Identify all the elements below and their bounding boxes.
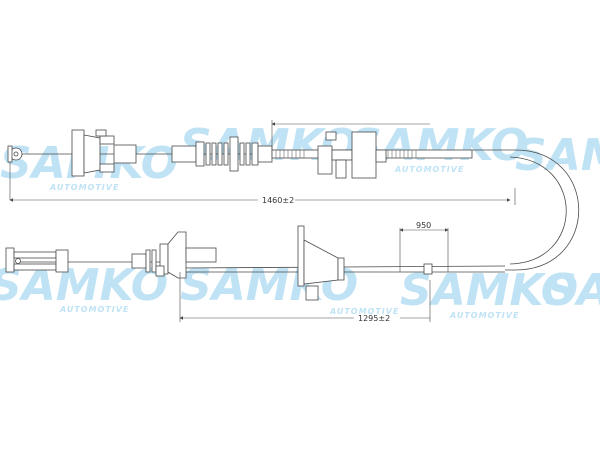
- watermark-sub-1: AUTOMOTIVE: [49, 183, 119, 192]
- watermark-brand-4: SAMKO: [515, 130, 600, 181]
- lower-clevis: [5, 247, 69, 273]
- cable-loop: [505, 149, 580, 271]
- lower-flange: [297, 225, 345, 301]
- watermark-sub-5: AUTOMOTIVE: [59, 305, 129, 314]
- dim-total-length: 1460±2: [262, 196, 294, 205]
- watermark-sub-7: AUTOMOTIVE: [449, 311, 519, 320]
- watermark-brand-8: SAMKO: [545, 265, 600, 316]
- watermark-sub-3: AUTOMOTIVE: [394, 165, 464, 174]
- dim-inner-length: 1295±2: [358, 314, 390, 323]
- dim-short-length: 950: [416, 221, 431, 230]
- watermark-brand-3: SAMKO: [350, 120, 528, 171]
- lower-grommet: [131, 231, 217, 279]
- upper-mount-bracket: [317, 131, 387, 179]
- cable-loop-inner: [509, 156, 567, 265]
- upper-adjuster: [171, 136, 273, 172]
- lower-ferrule: [423, 263, 433, 275]
- watermark-sub-6: AUTOMOTIVE: [329, 307, 399, 316]
- upper-grommet: [71, 129, 137, 177]
- watermark-layer: SAMKO AUTOMOTIVE SAMKO SAMKO AUTOMOTIVE …: [0, 120, 600, 320]
- dimension-lines: [9, 120, 516, 322]
- drawing: [5, 120, 580, 322]
